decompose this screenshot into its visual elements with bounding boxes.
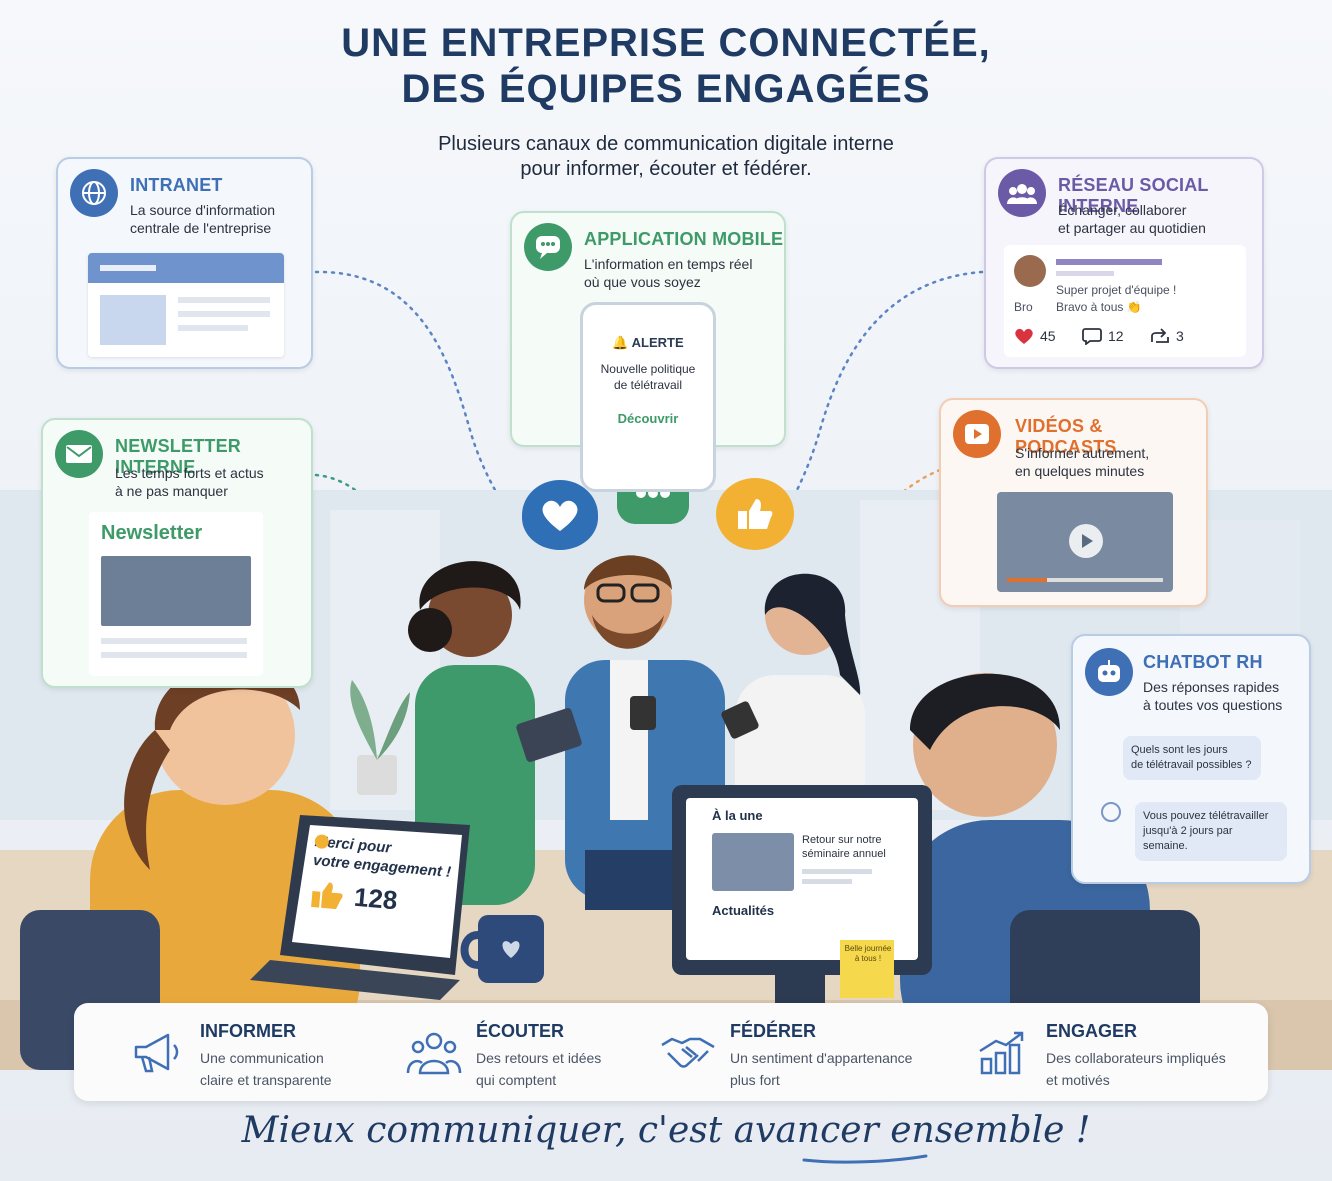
pillar-title: FÉDÉRER	[730, 1021, 817, 1041]
likes-counter[interactable]: 45	[1014, 327, 1056, 345]
growth-chart-icon	[979, 1031, 1024, 1075]
robot-icon	[1085, 648, 1133, 696]
users-icon	[998, 169, 1046, 217]
intranet-card[interactable]: INTRANET La source d'information central…	[56, 157, 313, 369]
alert-label: 🔔 ALERTE	[612, 335, 684, 350]
team-icon	[406, 1032, 462, 1075]
megaphone-icon	[134, 1033, 179, 1073]
engagement-count: 128	[352, 881, 399, 916]
social-network-card[interactable]: RÉSEAU SOCIAL INTERNE Échanger, collabor…	[984, 157, 1264, 369]
video-progress[interactable]	[1007, 578, 1047, 582]
monitor-section: Actualités	[712, 903, 775, 918]
comments-counter[interactable]: 12	[1082, 327, 1124, 345]
chatbot-title: CHATBOT RH	[1143, 652, 1263, 672]
videos-podcasts-card[interactable]: VIDÉOS & PODCASTS S'informer autrement, …	[939, 398, 1208, 607]
comment-icon	[1082, 328, 1102, 345]
social-network-description: Échanger, collaborer et partager au quot…	[1058, 202, 1206, 236]
monitor-heading: À la une	[712, 808, 763, 823]
mobile-app-description: L'information en temps réel où que vous …	[584, 256, 753, 290]
monitor-article-title[interactable]: Retour sur notre séminaire annuel	[802, 834, 886, 860]
social-post[interactable]: Super projet d'équipe ! Bravo à tous 👏 B…	[1004, 245, 1246, 357]
discover-link[interactable]: Découvrir	[617, 411, 679, 426]
mail-icon	[55, 430, 103, 478]
heart-icon	[542, 500, 578, 531]
thumbs-up-icon	[311, 881, 343, 909]
video-player[interactable]	[997, 492, 1173, 592]
play-icon	[953, 410, 1001, 458]
pillar-title: INFORMER	[200, 1021, 296, 1041]
newsletter-preview: Newsletter	[89, 512, 263, 676]
chatbot-card[interactable]: CHATBOT RH Des réponses rapides à toutes…	[1071, 634, 1311, 884]
pillar-description: Une communication claire et transparente	[200, 1050, 332, 1088]
image-placeholder-icon	[100, 295, 166, 345]
monitor-screen: À la une Retour sur notre séminaire annu…	[712, 808, 902, 918]
alert-text: Nouvelle politique de télétravail	[600, 362, 696, 392]
newsletter-heading: Newsletter	[101, 522, 203, 544]
chat-answer: Vous pouvez télétravailler jusqu'à 2 jou…	[1135, 802, 1287, 861]
pillar-title: ÉCOUTER	[476, 1021, 565, 1041]
heart-icon	[1015, 328, 1033, 344]
videos-podcasts-description: S'informer autrement, en quelques minute…	[1015, 445, 1150, 479]
mobile-app-title: APPLICATION MOBILE	[584, 229, 784, 249]
videos-podcasts-title: VIDÉOS & PODCASTS	[1015, 416, 1117, 457]
tagline-underline	[802, 1154, 928, 1164]
share-icon	[1151, 328, 1169, 343]
newsletter-card[interactable]: NEWSLETTER INTERNE Les temps forts et ac…	[41, 418, 313, 688]
article-thumbnail	[712, 833, 794, 891]
pillar-title: ENGAGER	[1046, 1021, 1138, 1041]
sticky-note: Belle journée à tous !	[844, 944, 892, 963]
newsletter-title: NEWSLETTER INTERNE	[115, 436, 241, 477]
handshake-icon	[661, 1037, 715, 1068]
intranet-title: INTRANET	[130, 175, 223, 195]
page-title: UNE ENTREPRISE CONNECTÉE, DES ÉQUIPES EN…	[0, 20, 1332, 112]
title-line-2: DES ÉQUIPES ENGAGÉES	[401, 67, 931, 111]
phone-mockup: 🔔 ALERTE Nouvelle politique de télétrava…	[580, 302, 716, 492]
post-text-2: Bravo à tous 👏	[1056, 300, 1142, 314]
team-photo	[101, 556, 251, 626]
pillar-description: Des retours et idées qui comptent	[476, 1050, 602, 1088]
subtitle-line-1: Plusieurs canaux de communication digita…	[438, 133, 894, 155]
newsletter-description: Les temps forts et actus à ne pas manque…	[115, 465, 264, 499]
pillar-description: Des collaborateurs impliqués et motivés	[1046, 1050, 1226, 1088]
social-network-title: RÉSEAU SOCIAL INTERNE	[1058, 175, 1209, 216]
title-line-1: UNE ENTREPRISE CONNECTÉE,	[341, 21, 991, 65]
chat-question: Quels sont les jours de télétravail poss…	[1123, 736, 1261, 780]
thumbs-up-icon	[738, 499, 773, 529]
pillars-bar: INFORMER Une communication claire et tra…	[74, 1003, 1268, 1101]
thumbs-up-reaction-bubble	[716, 478, 794, 550]
subtitle: Plusieurs canaux de communication digita…	[0, 132, 1332, 182]
shares-counter[interactable]: 3	[1150, 327, 1184, 345]
intranet-page-preview	[88, 253, 284, 357]
heart-reaction-bubble	[522, 480, 598, 550]
chat-bubble-icon	[524, 223, 572, 271]
post-text: Super projet d'équipe !	[1056, 283, 1177, 297]
bot-avatar-icon	[1101, 802, 1121, 822]
subtitle-line-2: pour informer, écouter et fédérer.	[520, 158, 812, 180]
avatar	[1014, 255, 1046, 287]
video-play-button[interactable]	[1069, 524, 1103, 558]
pillar-description: Un sentiment d'appartenance plus fort	[730, 1050, 913, 1088]
chatbot-description: Des réponses rapides à toutes vos questi…	[1143, 679, 1283, 713]
post-author: Bro	[1014, 300, 1033, 314]
tagline: Mieux communiquer, c'est avancer ensembl…	[241, 1110, 1091, 1151]
laptop-screen: Merci pour votre engagement ! 128	[309, 832, 455, 921]
globe-icon	[70, 169, 118, 217]
bell-icon: 🔔	[612, 335, 629, 350]
intranet-description: La source d'information centrale de l'en…	[130, 202, 276, 236]
